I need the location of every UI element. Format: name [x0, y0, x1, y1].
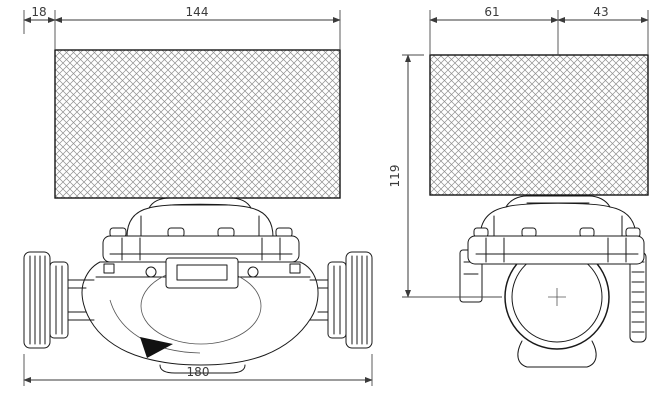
side-head-plate — [467, 235, 645, 265]
dim-label-port-to-port: 180 — [187, 365, 210, 379]
front-nameplate-window — [176, 264, 228, 281]
extension-lines — [23, 10, 341, 50]
side-head-plate-details — [475, 237, 639, 263]
front-motor-envelope-hatched-box — [54, 49, 341, 199]
dim-label-box-width: 144 — [186, 5, 209, 19]
front-right-union-step — [327, 261, 347, 339]
dim-label-box-top-to-axis: 119 — [388, 165, 402, 188]
dim-label-port-to-box: 18 — [31, 5, 46, 19]
side-union-edge — [629, 251, 647, 343]
front-top-dimensions: 18 144 — [23, 5, 341, 50]
side-vertical-dimension: 119 — [388, 54, 502, 298]
front-view — [23, 49, 373, 374]
front-left-union-step — [49, 261, 69, 339]
front-union-ribs — [29, 255, 368, 345]
front-casing-bolts — [103, 263, 301, 274]
side-view — [429, 54, 649, 368]
dim-label-center-left: 61 — [484, 5, 499, 19]
front-plug-right — [247, 266, 259, 278]
dim-label-center-right: 43 — [593, 5, 608, 19]
front-plug-left — [145, 266, 157, 278]
side-motor-details — [493, 202, 623, 239]
side-motor-envelope-hatched-box — [429, 54, 649, 196]
side-feet — [517, 340, 597, 368]
dimensions: 18 144 61 43 119 180 — [23, 5, 649, 386]
side-center-cross — [548, 288, 566, 306]
front-right-union-nut — [345, 251, 373, 349]
side-top-dimensions: 61 43 — [429, 5, 649, 55]
side-motor-outline — [479, 195, 637, 239]
front-left-union-nut — [23, 251, 51, 349]
front-foot — [159, 364, 246, 374]
front-bottom-dimension: 180 — [23, 354, 373, 386]
flow-direction-arrow — [140, 337, 173, 358]
front-head-plate-details — [109, 237, 293, 261]
front-motor-details — [140, 203, 260, 238]
extension-lines — [429, 10, 649, 55]
front-union-step-ribs — [55, 265, 341, 335]
